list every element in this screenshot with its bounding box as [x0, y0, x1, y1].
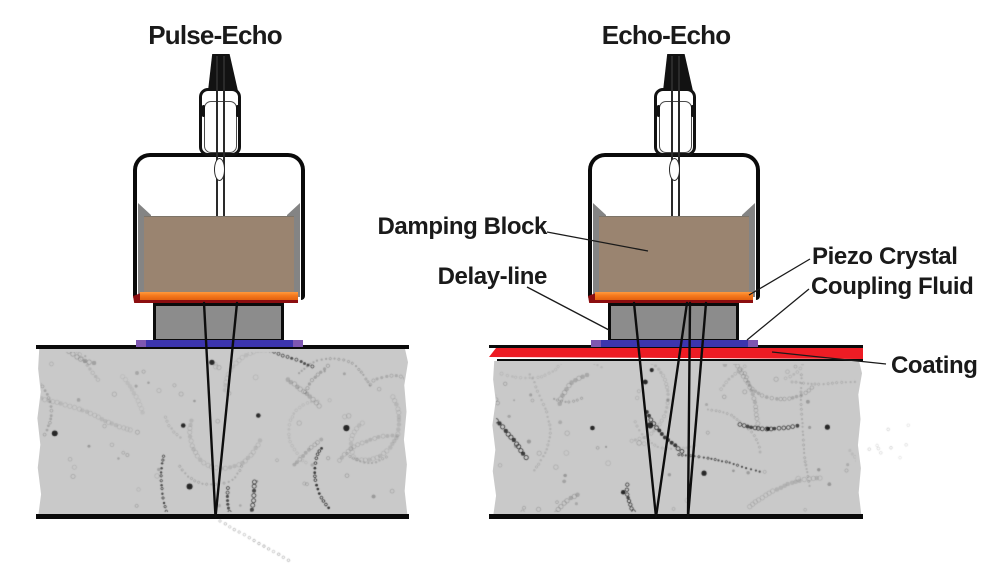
pulse-echo-title: Pulse-Echo: [148, 20, 282, 50]
piezo-crystal-layer: [595, 292, 753, 300]
specimen-bottom-border: [489, 514, 863, 519]
damping-block-label: Damping Block: [377, 213, 548, 240]
delay-line-block: [153, 303, 284, 342]
piezo-crystal-layer: [140, 292, 298, 300]
damping-block: [599, 216, 749, 293]
signal-wire: [678, 56, 680, 216]
connector-notch: [202, 105, 205, 117]
coating-bottom-border: [497, 359, 863, 361]
damping-block: [144, 216, 294, 293]
connector-notch: [657, 105, 660, 117]
delay-line-block: [608, 303, 739, 342]
piezo-backing-layer: [595, 300, 753, 303]
coupling-fluid-layer: [136, 340, 303, 347]
coating-layer: [489, 348, 863, 359]
delay-line-label: Delay-line: [437, 263, 548, 290]
coating-label: Coating: [891, 352, 978, 379]
coupling-fluid-layer: [591, 340, 758, 347]
specimen-slab-right: [492, 361, 862, 514]
piezo-crystal-label: Piezo Crystal: [812, 243, 958, 270]
connector-inner: [659, 101, 692, 153]
signal-wire: [223, 56, 225, 216]
connector-inner: [204, 101, 237, 153]
connector-notch: [236, 105, 239, 117]
specimen-bottom-border: [36, 514, 409, 519]
piezo-backing-layer: [140, 300, 298, 303]
wire-loop: [669, 158, 680, 181]
signal-wire: [671, 56, 673, 216]
coupling-fluid-label: Coupling Fluid: [811, 273, 974, 300]
signal-wire: [216, 56, 218, 216]
connector-notch: [691, 105, 694, 117]
echo-echo-title: Echo-Echo: [601, 20, 731, 50]
specimen-slab-left: [37, 349, 408, 514]
wire-loop: [214, 158, 225, 181]
